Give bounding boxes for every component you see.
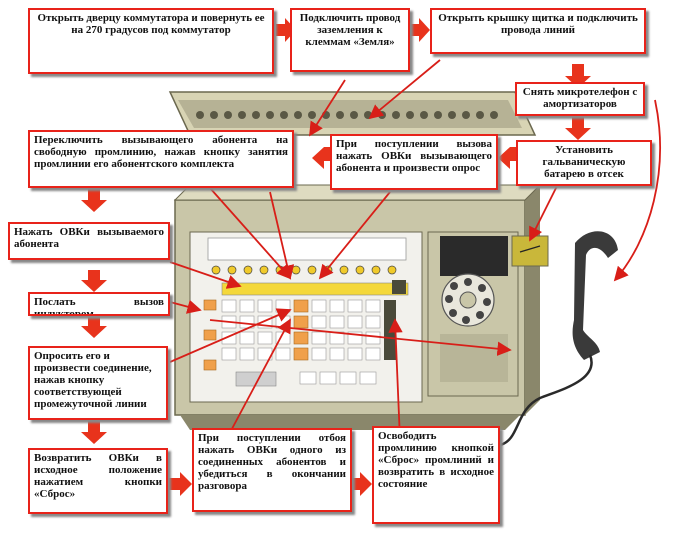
control-panel [189, 231, 423, 403]
step-press-called: Нажать ОВКи вызываемого абонента [8, 222, 170, 260]
step-remove-handset: Снять микротелефон с амортизаторов [515, 82, 645, 116]
step-open-shield-cover: Открыть крышку щитка и подключить провод… [430, 8, 646, 54]
step-switch-caller: Переключить вызывающего абонента на своб… [28, 130, 294, 188]
step-install-battery: Установить гальваническую батарею в отсе… [516, 140, 652, 186]
step-on-hangup: При поступлении отбоя нажать ОВКи одного… [192, 428, 352, 512]
step-ask-connect: Опросить его и произвести соединение, на… [28, 346, 168, 420]
dial-section [427, 231, 519, 397]
battery-compartment [511, 235, 549, 267]
step-open-door: Открыть дверцу коммутатора и повернуть е… [28, 8, 274, 74]
step-connect-ground: Подключить провод заземления к клеммам «… [290, 8, 410, 72]
handset [499, 231, 618, 447]
step-return-reset: Возвратить ОВКи в исходное положение наж… [28, 448, 168, 514]
flow-arrows [81, 18, 591, 496]
step-release-line: Освободить промлинию кнопкой «Сброс» про… [372, 426, 500, 524]
step-incoming-call: При поступлении вызова нажать ОВКи вызыв… [330, 134, 498, 190]
step-send-inductor: Послать вызов индуктором [28, 292, 170, 316]
terminal-strip [168, 91, 537, 136]
